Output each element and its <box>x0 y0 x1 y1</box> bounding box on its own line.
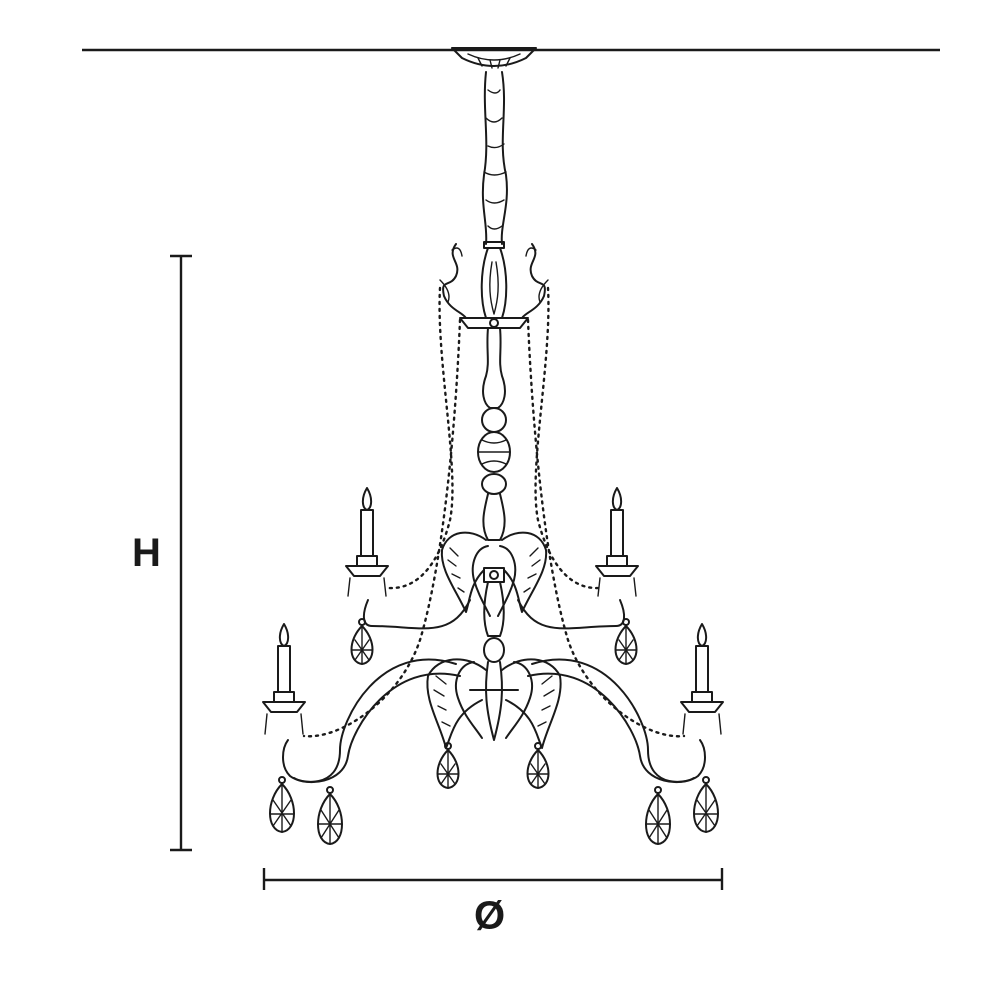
crystal-lower-right-outer <box>693 776 719 833</box>
upper-arms <box>362 599 626 630</box>
height-dimension <box>170 254 192 852</box>
crystal-pendants <box>269 618 719 845</box>
candle-upper-right <box>595 487 639 597</box>
crystal-center-right <box>526 742 550 789</box>
candle-lower-right <box>680 623 724 735</box>
diameter-dimension <box>262 868 724 890</box>
crystal-lower-left-inner <box>317 786 343 845</box>
middle-column <box>477 327 511 741</box>
twisted-down-rod <box>481 71 508 249</box>
crystal-upper-right <box>614 618 638 665</box>
crystal-upper-left <box>350 618 374 665</box>
upper-column <box>439 243 549 329</box>
candle-upper-left <box>345 487 389 597</box>
diameter-label: Ø <box>474 894 506 938</box>
height-label: H <box>132 531 161 575</box>
crystal-lower-right-inner <box>645 786 671 845</box>
crystal-lower-left-outer <box>269 776 295 833</box>
bead-chains <box>302 286 686 738</box>
lower-arms <box>282 658 706 784</box>
lower-leaf-cluster <box>426 658 562 749</box>
crystal-center-left <box>436 742 460 789</box>
candle-lower-left <box>262 623 306 735</box>
upper-leaf-cluster <box>440 531 548 617</box>
ceiling-canopy <box>451 47 537 69</box>
